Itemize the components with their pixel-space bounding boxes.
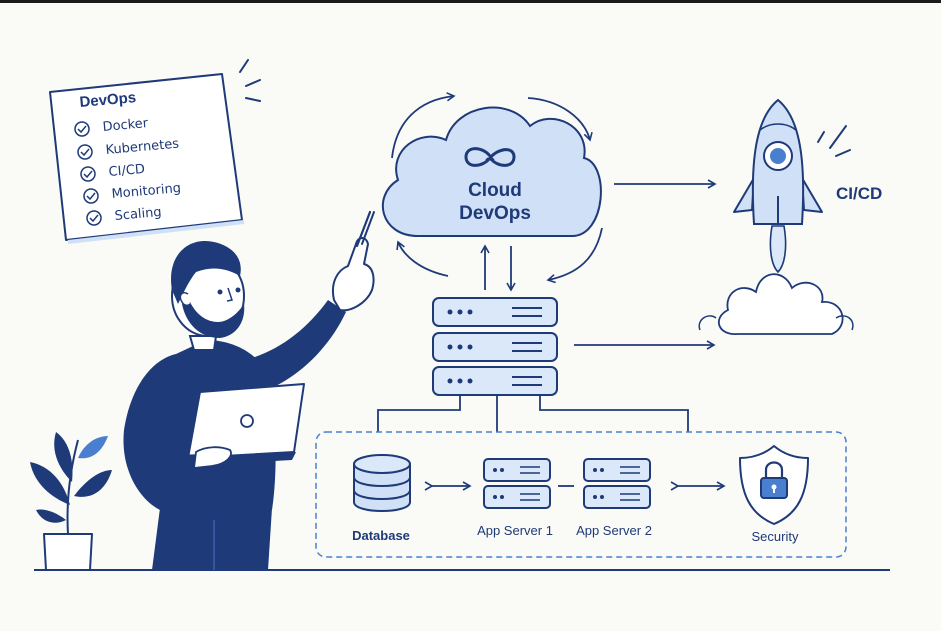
flow-arrows (574, 179, 717, 350)
checklist-item-kubernetes: Kubernetes (105, 137, 180, 158)
plant-icon (30, 432, 112, 571)
app-server-2-node: App Server 2 (576, 458, 652, 538)
cloud-devops-node: Cloud DevOps (381, 106, 602, 237)
server-connectors (377, 396, 689, 432)
checklist-item-cicd: CI/CD (108, 162, 146, 180)
rocket-sparkle-icon (817, 125, 851, 157)
rocket-label: CI/CD (836, 184, 882, 203)
checklist-item: Kubernetes (77, 137, 180, 160)
checklist-item-scaling: Scaling (114, 205, 162, 224)
server-unit (432, 297, 558, 327)
database-label: Database (352, 528, 410, 543)
checklist-item: Docker (74, 116, 149, 137)
checklist-item: Monitoring (83, 181, 182, 204)
checklist-item-docker: Docker (102, 116, 149, 135)
checklist-item: Scaling (86, 205, 162, 226)
developer-figure (123, 210, 375, 570)
app-server-1-label: App Server 1 (477, 523, 553, 538)
laptop-logo-icon (240, 414, 254, 428)
server-unit (432, 332, 558, 362)
infrastructure-panel: Database App Server 1 (315, 431, 847, 558)
security-label: Security (752, 529, 799, 544)
devops-checklist-card: DevOps Docker Kubernetes CI/CD Monitorin… (49, 73, 245, 244)
server-icon (483, 458, 551, 509)
rocket-icon (698, 98, 854, 335)
checklist-item: CI/CD (80, 162, 146, 182)
server-icon (583, 458, 651, 509)
database-node: Database (352, 454, 411, 543)
check-circle-icon (86, 210, 102, 226)
checklist-title: DevOps (79, 89, 137, 111)
cycle-arrows (391, 92, 603, 284)
check-circle-icon (83, 188, 99, 204)
app-server-2-label: App Server 2 (576, 523, 652, 538)
sparkle-icon (239, 59, 261, 102)
infinity-icon (464, 147, 516, 167)
cloud-title-line2: DevOps (459, 203, 531, 224)
security-node: Security (739, 445, 809, 544)
shield-lock-icon (739, 445, 809, 525)
server-unit (432, 366, 558, 396)
checklist-item-monitoring: Monitoring (111, 181, 182, 202)
database-icon (353, 454, 411, 512)
check-circle-icon (74, 121, 90, 137)
app-server-1-node: App Server 1 (477, 458, 553, 538)
check-circle-icon (77, 144, 93, 160)
server-stack (432, 297, 558, 396)
check-circle-icon (80, 166, 96, 182)
cloud-title-line1: Cloud (468, 180, 522, 201)
sync-arrows (480, 244, 516, 292)
top-border (0, 0, 941, 3)
